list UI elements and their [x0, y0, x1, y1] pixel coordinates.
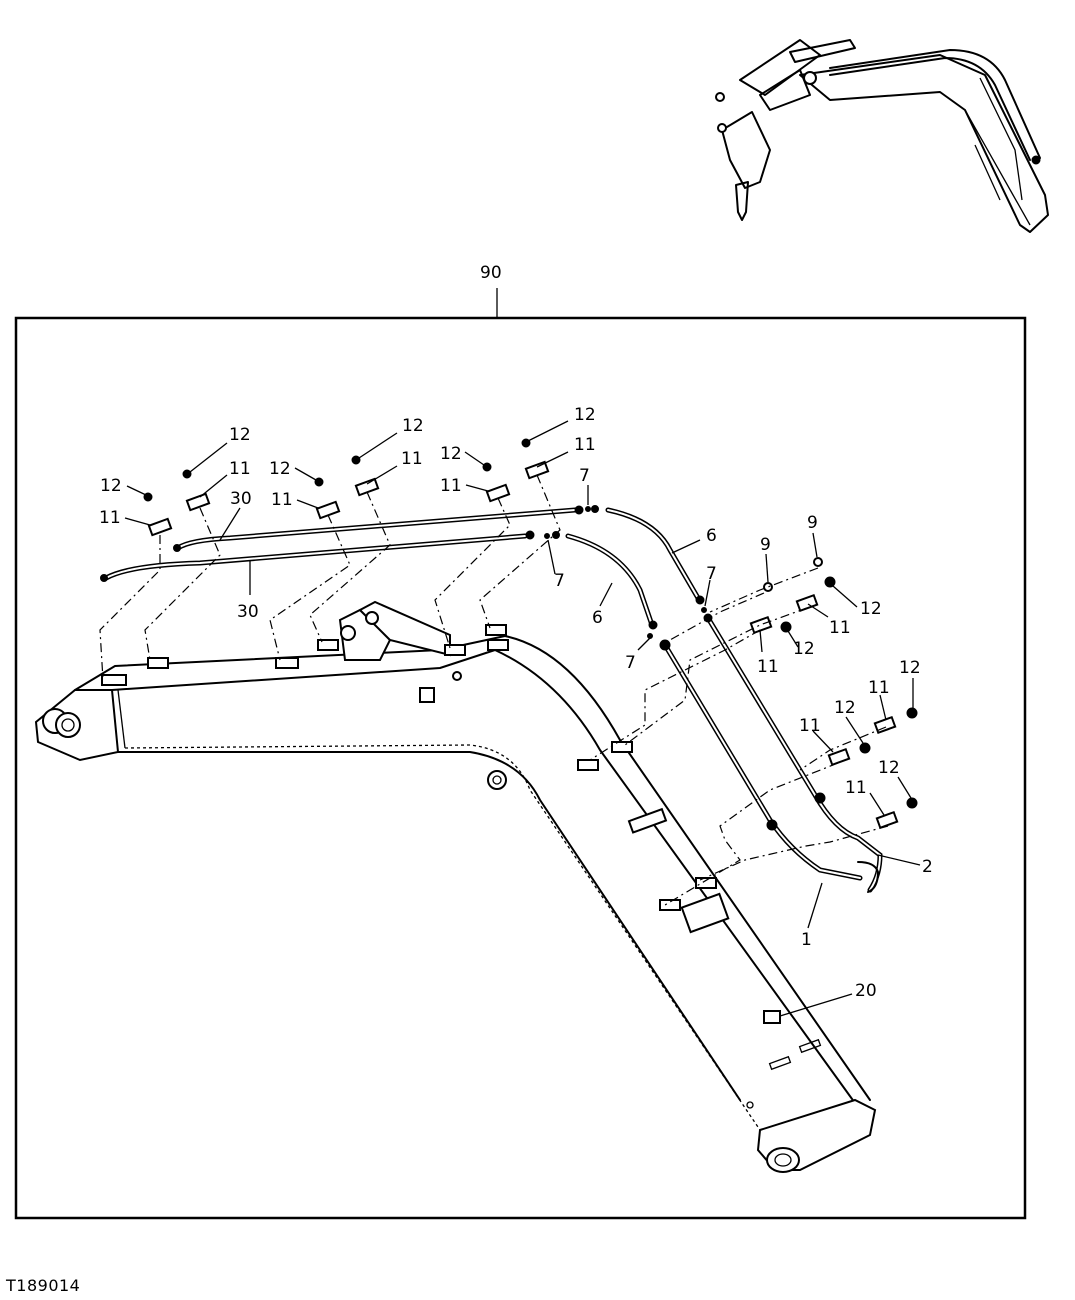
callout-11: 11 — [757, 657, 779, 677]
callout-12: 12 — [100, 476, 122, 496]
callout-7: 7 — [579, 466, 590, 486]
assembly-callout-label: 90 — [480, 263, 502, 283]
callout-11: 11 — [845, 778, 867, 798]
callout-11: 11 — [271, 490, 293, 510]
callout-11: 11 — [868, 678, 890, 698]
callout-11: 11 — [401, 449, 423, 469]
callout-12: 12 — [574, 405, 596, 425]
callout-2: 2 — [922, 857, 933, 877]
callout-12: 12 — [878, 758, 900, 778]
callout-11: 11 — [799, 716, 821, 736]
boom-structure — [34, 600, 877, 1173]
callout-12: 12 — [269, 459, 291, 479]
callout-11: 11 — [440, 476, 462, 496]
hoses-6 — [552, 505, 705, 630]
callout-12: 12 — [229, 425, 251, 445]
callout-11: 11 — [229, 459, 251, 479]
callout-11: 11 — [99, 508, 121, 528]
callout-6: 6 — [592, 608, 603, 628]
callout-12: 12 — [860, 599, 882, 619]
callout-9: 9 — [807, 513, 818, 533]
callout-6: 6 — [706, 526, 717, 546]
callout-12: 12 — [440, 444, 462, 464]
clamps-and-bolts — [143, 438, 918, 830]
callout-12: 12 — [402, 416, 424, 436]
callout-7: 7 — [625, 653, 636, 673]
pipe-lines-30 — [100, 505, 584, 582]
callout-12: 12 — [899, 658, 921, 678]
callout-7: 7 — [554, 571, 565, 591]
leader-lines — [99, 420, 921, 1017]
callout-12: 12 — [834, 698, 856, 718]
callout-1: 1 — [801, 930, 812, 950]
callout-11: 11 — [574, 435, 596, 455]
callout-30: 30 — [230, 489, 252, 509]
callout-30: 30 — [237, 602, 259, 622]
inset-overview-thumbnail — [715, 39, 1049, 233]
callout-11: 11 — [829, 618, 851, 638]
figure-code: T189014 — [6, 1276, 81, 1295]
callout-12: 12 — [793, 639, 815, 659]
pipe-lines-1-2 — [659, 613, 883, 893]
callout-labels: 12 11 12 11 30 30 12 11 12 11 12 11 12 1… — [99, 405, 933, 1001]
callout-9: 9 — [760, 535, 771, 555]
assembly-frame — [14, 316, 1027, 1220]
callout-7: 7 — [706, 564, 717, 584]
callout-20: 20 — [855, 981, 877, 1001]
